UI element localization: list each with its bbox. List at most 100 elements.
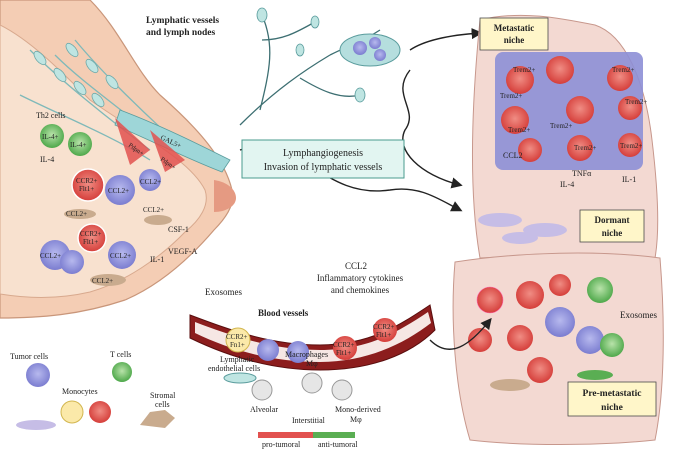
legend-mono-2: Mφ bbox=[350, 415, 362, 424]
legend-macro-1: Macrophages bbox=[285, 350, 328, 359]
premet-niche-box bbox=[567, 381, 657, 417]
legend-macro-2: Mφ bbox=[306, 359, 318, 368]
vessel-inflam-2: and chemokines bbox=[331, 285, 390, 295]
dormant-niche-box bbox=[579, 209, 645, 243]
stromal-cell-b1 bbox=[90, 274, 126, 286]
ccr2-flt1-label-b: CCR2+ bbox=[80, 230, 102, 238]
lymph-node-ovals bbox=[33, 42, 119, 108]
trem-label-3: Trem2+ bbox=[500, 92, 522, 100]
il4-cell-label-1: IL-4+ bbox=[42, 133, 58, 141]
ccl2-label-e: CCL2+ bbox=[110, 252, 131, 260]
th2-label: Th2 cells bbox=[36, 111, 66, 120]
lung-tnfa: TNFα bbox=[572, 169, 592, 178]
vessel-exosomes: Exosomes bbox=[205, 287, 242, 297]
metastatic-niche-2: niche bbox=[504, 35, 525, 45]
ccl2-label-g: CCL2+ bbox=[92, 277, 113, 285]
legend-monocytes: Monocytes bbox=[62, 387, 98, 396]
lymph-nodes bbox=[256, 7, 366, 103]
ccl2-label-b: CCL2+ bbox=[140, 178, 161, 186]
legend-lymph-2: endothelial cells bbox=[208, 364, 260, 373]
lung-ccl2: CCL2 bbox=[503, 151, 523, 160]
legend-interstitial: Interstitial bbox=[292, 416, 326, 425]
arrow-lymph-wavy bbox=[402, 69, 463, 189]
nipple bbox=[214, 180, 236, 212]
dormant-cell-3 bbox=[502, 232, 538, 244]
vessel-ccr2-fn1-1: CCR2+ bbox=[226, 333, 248, 341]
legend-tumor: Tumor cells bbox=[10, 352, 48, 361]
lymph-node-tumor-2 bbox=[369, 37, 381, 49]
arrow-to-metastatic bbox=[409, 27, 483, 51]
vessel-ccl2: CCL2 bbox=[345, 261, 367, 271]
lung-il4: IL-4 bbox=[560, 180, 574, 189]
th2-cell-1 bbox=[40, 124, 64, 148]
il4-cell-label-2: IL-4+ bbox=[70, 141, 86, 149]
tumor-cell-b5 bbox=[60, 250, 84, 274]
trem-label-7: Trem2+ bbox=[574, 144, 596, 152]
vessel-ccr2-flt1-a1: CCR2+ bbox=[333, 341, 355, 349]
il1-label: IL-1 bbox=[150, 255, 164, 264]
legend-pro: pro-tumoral bbox=[262, 440, 301, 449]
vessel-monocyte-fn1 bbox=[225, 327, 251, 353]
premetastatic-cells bbox=[468, 274, 624, 391]
vegfa-label: VEGF-A bbox=[168, 247, 198, 256]
ccl2-label-a: CCL2+ bbox=[108, 187, 129, 195]
trem-label-1: Trem2+ bbox=[513, 66, 535, 74]
lymphatic-vessel-gal5 bbox=[114, 109, 231, 173]
vessel-monocyte-flt1-b bbox=[373, 318, 397, 342]
vessel-title: Blood vessels bbox=[258, 308, 309, 318]
vessel-ccr2-fn1-2: Fn1+ bbox=[230, 341, 245, 349]
vessel-monocyte-flt1-a bbox=[333, 336, 357, 360]
legend-stromal-2: cells bbox=[155, 400, 170, 409]
arrow-to-premet bbox=[429, 317, 492, 350]
tumor-cell-b3 bbox=[108, 241, 136, 269]
ccr2-macrophage-1 bbox=[71, 168, 105, 202]
lymph-title-2: and lymph nodes bbox=[146, 28, 215, 38]
vessel-tumor-2 bbox=[287, 341, 309, 363]
tumor-cell-b1 bbox=[105, 175, 135, 205]
vessel-inflam-1: Inflammatory cytokines bbox=[317, 273, 404, 283]
lymph-node-tumor-1 bbox=[353, 41, 367, 55]
stromal-cell-b2 bbox=[64, 209, 96, 219]
legend-mono-1: Mono-derived bbox=[335, 405, 381, 414]
ccl2-label-f: CCL2+ bbox=[40, 252, 61, 260]
lymphangio-box bbox=[241, 139, 405, 179]
ccl2-label-d: CCL2+ bbox=[66, 210, 87, 218]
trem-label-6: Trem2+ bbox=[550, 122, 572, 130]
vessel-tumor-1 bbox=[257, 339, 279, 361]
metastatic-cluster bbox=[495, 52, 643, 170]
blood-vessel-lumen bbox=[195, 312, 431, 362]
lymph-node-large bbox=[339, 33, 401, 67]
metastatic-niche-1: Metastatic bbox=[494, 23, 534, 33]
premet-niche-1: Pre-metastatic bbox=[583, 389, 642, 399]
legend-alveolar: Alveolar bbox=[250, 405, 278, 414]
th2-cell-2 bbox=[68, 132, 92, 156]
legend-icons bbox=[16, 362, 355, 438]
legend-lymph-1: Lymphatic bbox=[220, 355, 255, 364]
dormant-niche-1: Dormant bbox=[595, 215, 630, 225]
legend-stromal-1: Stromal bbox=[150, 391, 176, 400]
premet-niche-2: niche bbox=[601, 403, 623, 413]
ccr2-flt1-label-b2: Flt1+ bbox=[83, 238, 98, 246]
lung-il1: IL-1 bbox=[622, 175, 636, 184]
blood-vessel bbox=[189, 304, 436, 371]
lymph-title-1: Lymphatic vessels bbox=[146, 16, 219, 26]
csf1-label: CSF-1 bbox=[168, 225, 189, 234]
trem-label-4: Trem2+ bbox=[625, 98, 647, 106]
trem-label-8: Trem2+ bbox=[620, 142, 642, 150]
vessel-ccr2-flt1-b1: CCR2+ bbox=[373, 323, 395, 331]
lymphangio-line-2: Invasion of lymphatic vessels bbox=[264, 162, 383, 173]
il4-label: IL-4 bbox=[40, 155, 54, 164]
lymphangio-line-1: Lymphangiogenesis bbox=[283, 148, 363, 159]
ccl2-label-c: CCL2+ bbox=[143, 206, 164, 214]
lymph-node-tumor-3 bbox=[374, 49, 386, 61]
ccr2-flt1-label-a: CCR2+ bbox=[76, 177, 98, 185]
tumor-cell-b2 bbox=[139, 169, 161, 191]
dormant-cell-1 bbox=[478, 213, 522, 227]
pdpn-cell-1 bbox=[115, 118, 150, 165]
ccr2-flt1-label-a2: Flt1+ bbox=[79, 185, 94, 193]
pdpn-cell-2 bbox=[150, 130, 185, 172]
dormant-cell-2 bbox=[523, 223, 567, 237]
legend-anti: anti-tumoral bbox=[318, 440, 358, 449]
trem-label-5: Trem2+ bbox=[508, 126, 530, 134]
dormant-niche-2: niche bbox=[602, 228, 623, 238]
